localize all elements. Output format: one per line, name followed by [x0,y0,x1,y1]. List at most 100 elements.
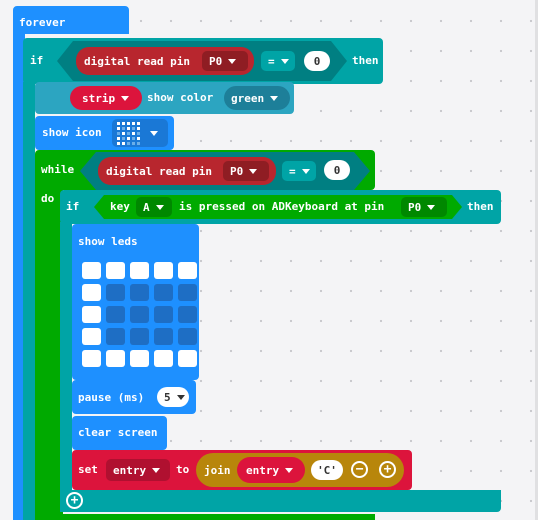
chevron-down-icon [155,204,164,210]
join-var-label: entry [246,463,280,477]
show-leds-label: show leds [78,235,138,248]
adkeyboard-pin-dropdown[interactable]: P0 [401,197,447,217]
key-dropdown[interactable]: A [136,197,172,217]
while-bottom [35,514,375,520]
show-icon-label: show icon [42,126,102,139]
pressed-label: is pressed on ADKeyboard at pin [179,200,385,213]
show-color-label: show color [147,91,214,104]
clear-screen-block[interactable] [72,416,167,450]
while-operator-dropdown[interactable]: = [282,161,316,181]
compare-value-input[interactable]: 0 [304,51,330,71]
inner-if-label: if [66,200,80,213]
pause-value: 5 [164,390,171,404]
if-condition-left-point [57,41,73,81]
if-label: if [30,54,44,67]
key-condition-right-point [452,195,462,219]
led-cell[interactable] [130,306,149,323]
operator-value: = [268,54,275,68]
led-cell[interactable] [106,262,125,279]
while-read-label: digital read pin [106,164,212,178]
strip-var-label: strip [82,91,116,105]
clear-screen-label: clear screen [78,426,158,439]
do-label: do [41,192,55,205]
led-cell[interactable] [130,350,149,367]
set-variable-dropdown[interactable]: entry [106,459,170,481]
forever-arm [13,32,25,520]
while-pin-value: P0 [230,164,244,178]
chevron-down-icon [152,467,161,473]
led-cell[interactable] [82,262,101,279]
forever-block[interactable] [13,6,129,34]
chevron-down-icon [228,58,237,64]
inner-if-bottom[interactable] [60,490,501,512]
chevron-down-icon [150,130,158,136]
if-arm [23,82,35,520]
chevron-down-icon [280,58,289,64]
led-cell[interactable] [82,350,101,367]
forever-label: forever [19,16,66,29]
color-value: green [231,91,265,105]
color-dropdown[interactable]: green [224,86,290,110]
inner-then-label: then [467,200,494,213]
string-value-input[interactable]: 'C' [311,460,343,480]
then-label: then [352,54,379,67]
led-cell[interactable] [106,284,125,301]
while-arm [35,186,63,520]
add-else-plus-icon[interactable]: + [66,492,83,509]
led-cell[interactable] [106,306,125,323]
led-cell[interactable] [154,284,173,301]
led-cell[interactable] [130,328,149,345]
led-cell[interactable] [178,328,197,345]
join-label: join [204,463,231,477]
key-value: A [143,200,150,214]
to-label: to [176,463,190,476]
key-condition-left-point [94,195,104,219]
chevron-down-icon [427,204,436,210]
digital-read-label: digital read pin [84,54,190,68]
pattern-icon [117,122,140,145]
chevron-down-icon [301,168,310,174]
if-condition-right-point [331,41,347,81]
led-cell[interactable] [130,284,149,301]
while-compare-value-input[interactable]: 0 [324,160,350,180]
led-cell[interactable] [154,306,173,323]
pause-label: pause (ms) [78,391,145,404]
pin-dropdown[interactable]: P0 [202,51,248,71]
chevron-down-icon [285,467,294,473]
led-cell[interactable] [178,306,197,323]
led-cell[interactable] [106,350,125,367]
led-cell[interactable] [178,262,197,279]
join-entry-variable[interactable]: entry [237,457,305,483]
led-cell[interactable] [178,284,197,301]
led-cell[interactable] [82,306,101,323]
while-pin-dropdown[interactable]: P0 [223,161,269,181]
led-cell[interactable] [154,350,173,367]
pause-value-dropdown[interactable]: 5 [157,387,189,407]
pin-value: P0 [209,54,223,68]
adkeyboard-pin-value: P0 [408,200,422,214]
led-cell[interactable] [130,262,149,279]
led-cell[interactable] [82,328,101,345]
led-cell[interactable] [82,284,101,301]
chevron-down-icon [176,394,185,400]
operator-dropdown[interactable]: = [261,51,295,71]
chevron-down-icon [121,95,130,101]
led-cell[interactable] [178,350,197,367]
remove-item-minus-icon[interactable]: − [351,461,368,478]
strip-variable[interactable]: strip [70,86,142,110]
led-grid[interactable] [78,258,198,378]
while-operator-value: = [289,164,296,178]
led-cell[interactable] [154,328,173,345]
set-label: set [78,463,98,476]
while-condition-left-point [80,152,96,190]
led-cell[interactable] [106,328,125,345]
chevron-down-icon [270,95,279,101]
while-condition-right-point [354,152,370,190]
while-label: while [41,163,75,176]
led-cell[interactable] [154,262,173,279]
workspace-scrollbar[interactable] [535,0,538,520]
key-label: key [110,200,130,213]
icon-picker[interactable] [112,119,168,147]
set-variable-value: entry [113,463,147,477]
add-item-plus-icon[interactable]: + [379,461,396,478]
